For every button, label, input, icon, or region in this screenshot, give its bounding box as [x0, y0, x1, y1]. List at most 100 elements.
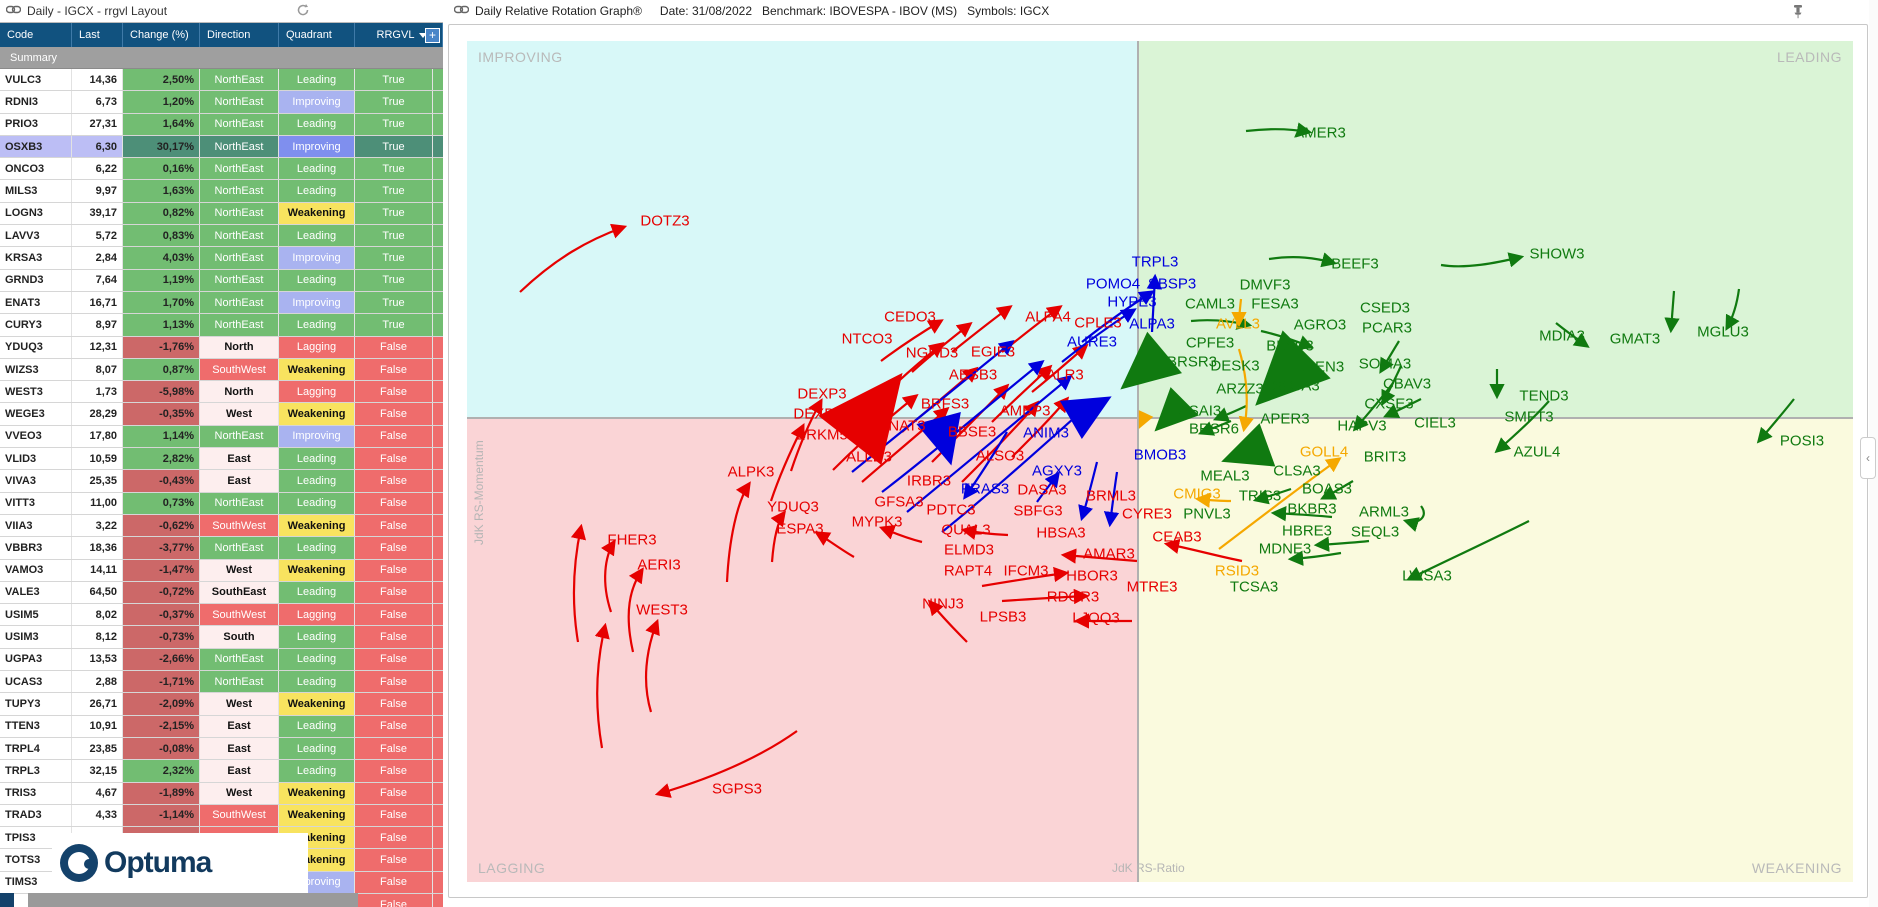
- ticker-label[interactable]: AVLL3: [1216, 315, 1260, 333]
- ticker-label[interactable]: AZUL4: [1513, 443, 1561, 461]
- ticker-label[interactable]: HBSA3: [1036, 524, 1086, 542]
- ticker-label[interactable]: SGPS3: [711, 780, 763, 798]
- ticker-label[interactable]: SBFG3: [1013, 502, 1063, 520]
- column-header-last[interactable]: Last: [72, 23, 123, 47]
- ticker-label[interactable]: QUAL3: [941, 521, 991, 539]
- ticker-label[interactable]: ENAT3: [878, 417, 926, 435]
- ticker-label[interactable]: CYRE3: [1121, 505, 1173, 523]
- ticker-label[interactable]: HBRE3: [1281, 522, 1333, 540]
- ticker-label[interactable]: EGIE3: [970, 343, 1016, 361]
- ticker-label[interactable]: LWSA3: [1402, 567, 1452, 585]
- ticker-label[interactable]: AGRO3: [1293, 316, 1347, 334]
- ticker-label[interactable]: BOAS3: [1301, 480, 1353, 498]
- ticker-label[interactable]: MDIA3: [1539, 327, 1585, 345]
- ticker-label[interactable]: TRIS3: [1238, 487, 1282, 505]
- pin-icon[interactable]: [1791, 4, 1805, 24]
- ticker-label[interactable]: APER3: [1260, 410, 1310, 428]
- ticker-label[interactable]: ALPA3: [1129, 315, 1175, 333]
- ticker-label[interactable]: PNVL3: [1183, 505, 1231, 523]
- ticker-label[interactable]: TCSA3: [1229, 578, 1279, 596]
- ticker-label[interactable]: IRBR3: [906, 472, 952, 490]
- ticker-label[interactable]: CLSA3: [1273, 462, 1321, 480]
- ticker-label[interactable]: DESK3: [1210, 357, 1260, 375]
- column-header-rrgvl[interactable]: RRGVL+: [355, 23, 443, 47]
- column-header-code[interactable]: Code: [0, 23, 72, 47]
- ticker-label[interactable]: DMVF3: [1239, 276, 1291, 294]
- ticker-label[interactable]: DOTZ3: [640, 212, 690, 230]
- ticker-label[interactable]: BRIT3: [1363, 448, 1407, 466]
- ticker-label[interactable]: PDTC3: [926, 501, 976, 519]
- ticker-label[interactable]: BRFS3: [920, 395, 970, 413]
- ticker-label[interactable]: CMIG3: [1173, 485, 1221, 503]
- ticker-label[interactable]: ASAI3: [1178, 402, 1222, 420]
- refresh-icon[interactable]: [296, 3, 310, 22]
- ticker-label[interactable]: FRAS3: [960, 480, 1010, 498]
- ticker-label[interactable]: MGLU3: [1697, 323, 1749, 341]
- ticker-label[interactable]: NTCO3: [841, 330, 893, 348]
- ticker-label[interactable]: BKBR3: [1287, 500, 1337, 518]
- ticker-label[interactable]: CEDO3: [884, 308, 936, 326]
- ticker-label[interactable]: CIEL3: [1414, 414, 1456, 432]
- ticker-label[interactable]: CPFE3: [1185, 334, 1235, 352]
- ticker-label[interactable]: SOMA3: [1358, 355, 1412, 373]
- ticker-label[interactable]: CBAV3: [1382, 375, 1432, 393]
- ticker-label[interactable]: TRPL3: [1131, 253, 1179, 271]
- ticker-label[interactable]: RAPT4: [943, 562, 993, 580]
- ticker-label[interactable]: AMBP3: [999, 402, 1051, 420]
- ticker-label[interactable]: LREN3: [1295, 358, 1345, 376]
- ticker-label[interactable]: ANIM3: [1023, 424, 1069, 442]
- ticker-label[interactable]: BBSE3: [947, 423, 997, 441]
- ticker-label[interactable]: CAML3: [1184, 295, 1236, 313]
- ticker-label[interactable]: SBSP3: [1147, 275, 1197, 293]
- ticker-label[interactable]: CXSE3: [1364, 395, 1414, 413]
- ticker-label[interactable]: BRKM5: [796, 426, 848, 444]
- ticker-label[interactable]: NINJ3: [922, 595, 964, 613]
- ticker-label[interactable]: BRSR6: [1188, 420, 1240, 438]
- ticker-label[interactable]: FHER3: [607, 531, 657, 549]
- ticker-label[interactable]: SHOW3: [1529, 245, 1585, 263]
- ticker-label[interactable]: IFCM3: [1003, 562, 1049, 580]
- ticker-label[interactable]: ELMD3: [943, 541, 995, 559]
- ticker-label[interactable]: AURE3: [1066, 333, 1118, 351]
- ticker-label[interactable]: AMER3: [1294, 124, 1346, 142]
- ticker-label[interactable]: ALLD3: [846, 448, 892, 466]
- ticker-label[interactable]: GMAT3: [1609, 330, 1661, 348]
- ticker-label[interactable]: BRSR3: [1166, 353, 1218, 371]
- ticker-label[interactable]: GFSA3: [874, 493, 924, 511]
- ticker-label[interactable]: ARML3: [1358, 503, 1410, 521]
- ticker-label[interactable]: BMOB3: [1133, 446, 1187, 464]
- ticker-label[interactable]: DASA3: [1017, 481, 1067, 499]
- ticker-label[interactable]: DEXP3: [797, 385, 847, 403]
- ticker-label[interactable]: MDNE3: [1258, 540, 1312, 558]
- ticker-label[interactable]: AALR3: [1036, 366, 1084, 384]
- ticker-label[interactable]: SMFT3: [1504, 408, 1554, 426]
- ticker-label[interactable]: AESB3: [948, 366, 998, 384]
- ticker-label[interactable]: CEAB3: [1152, 528, 1202, 546]
